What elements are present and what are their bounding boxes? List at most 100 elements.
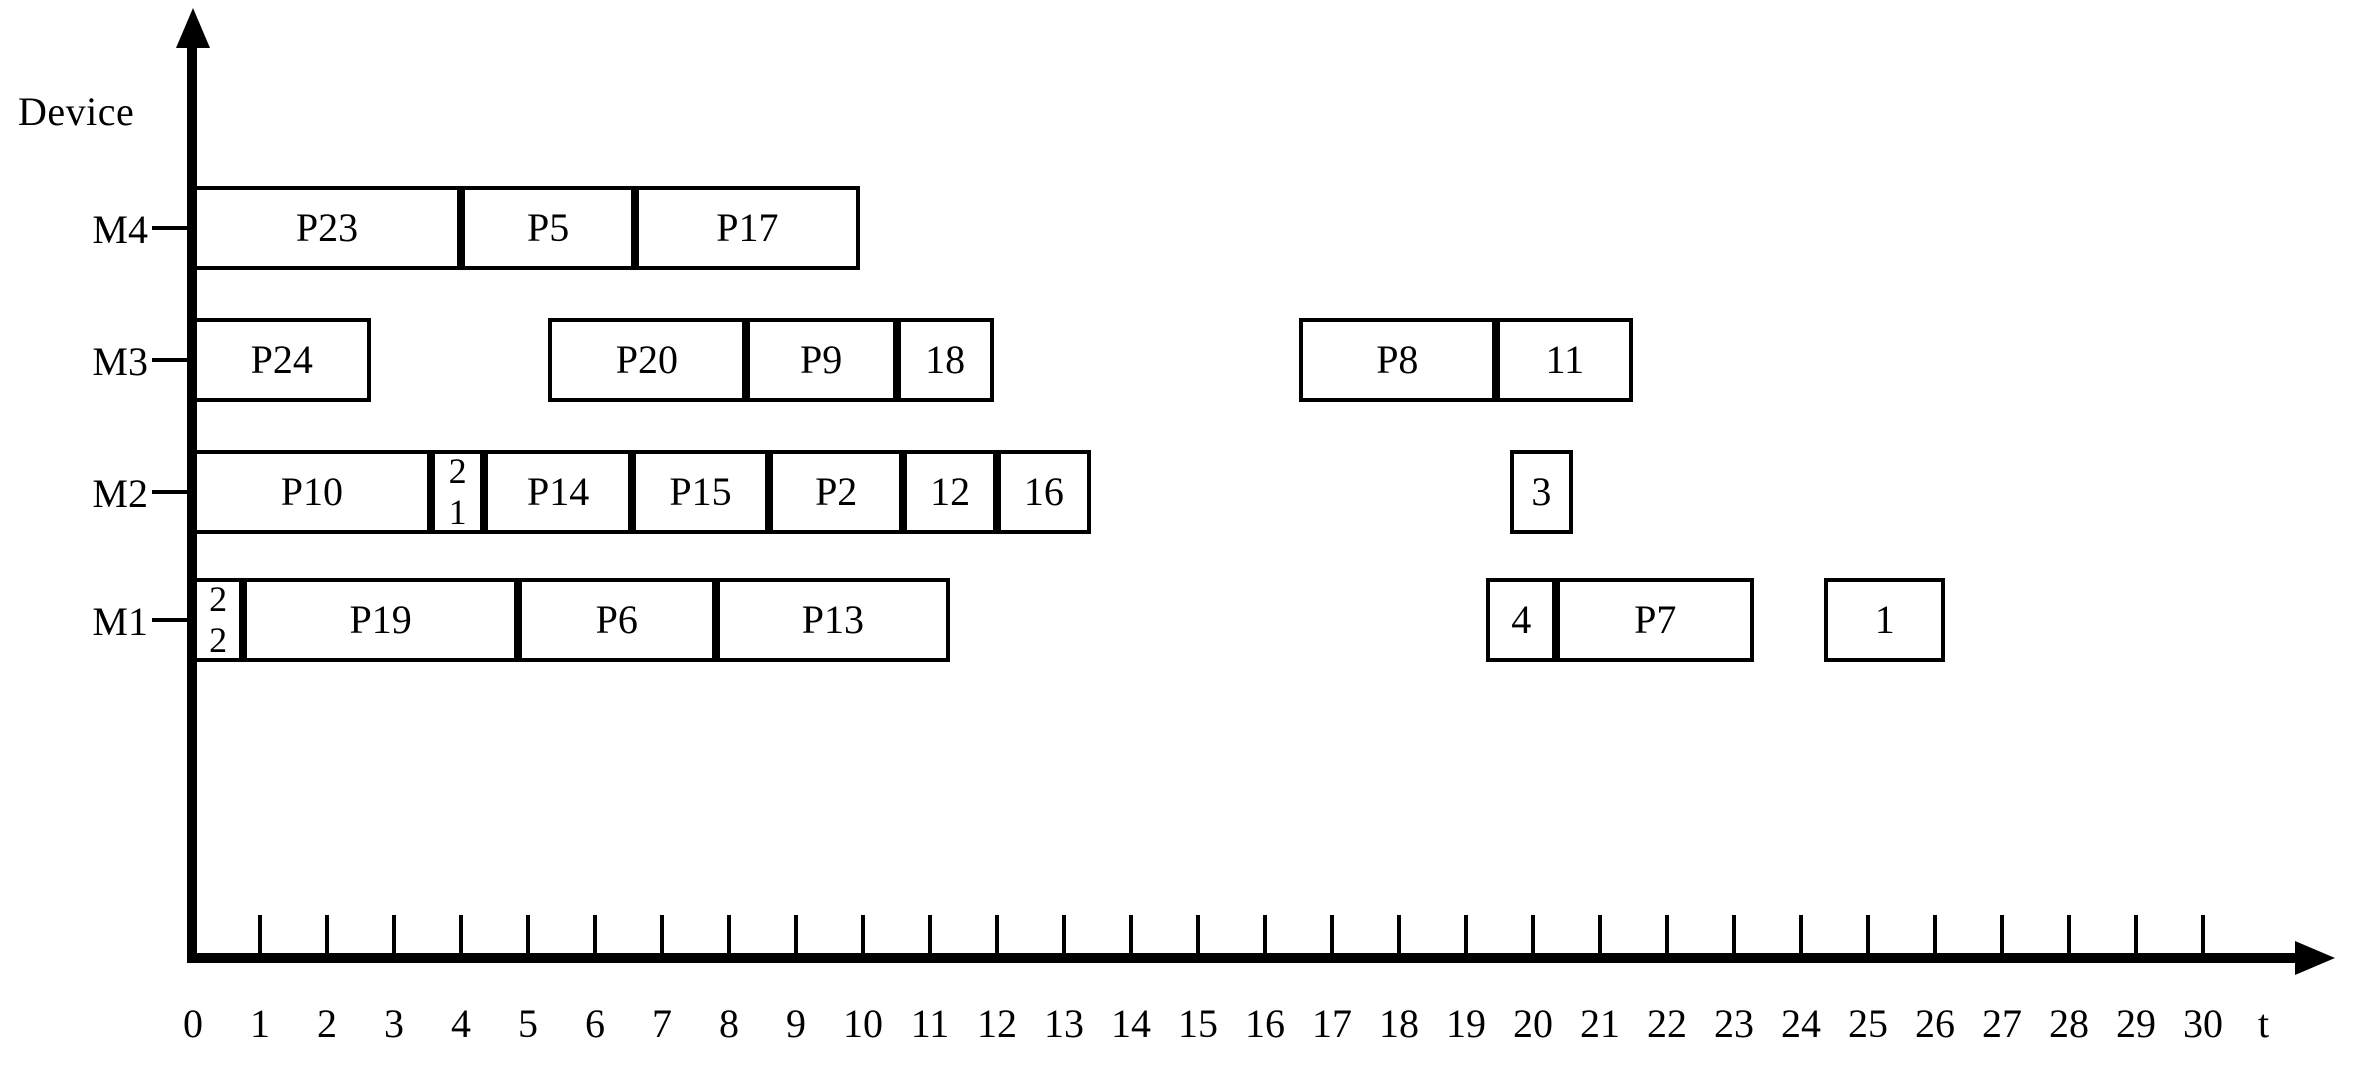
task-label: P13 bbox=[801, 597, 864, 642]
x-tick-label: 15 bbox=[1178, 1001, 1218, 1046]
x-axis-arrow-icon bbox=[2295, 941, 2335, 975]
x-tick bbox=[1933, 915, 1937, 955]
x-tick bbox=[660, 915, 664, 955]
machine-label-m2: M2 bbox=[92, 471, 148, 516]
x-tick bbox=[2067, 915, 2071, 955]
task-label: P23 bbox=[295, 205, 359, 250]
x-tick bbox=[1129, 915, 1133, 955]
x-tick bbox=[1799, 915, 1803, 955]
x-tick-label: 22 bbox=[1647, 1001, 1687, 1046]
x-tick-label: 17 bbox=[1312, 1001, 1352, 1046]
x-tick bbox=[1464, 915, 1468, 955]
x-tick-label: 27 bbox=[1982, 1001, 2022, 1046]
x-tick-label: 23 bbox=[1714, 1001, 1754, 1046]
x-tick-label: 2 bbox=[317, 1001, 337, 1046]
task-block: P13 bbox=[715, 578, 951, 662]
x-tick-label: 19 bbox=[1446, 1001, 1486, 1046]
axis-tick-m3 bbox=[152, 358, 194, 362]
x-tick-label: 13 bbox=[1044, 1001, 1084, 1046]
task-label: P7 bbox=[1634, 597, 1677, 642]
x-tick-label: 28 bbox=[2049, 1001, 2089, 1046]
x-tick bbox=[1062, 915, 1066, 955]
task-block: P23 bbox=[193, 186, 461, 270]
x-tick bbox=[861, 915, 865, 955]
task-block: 4 bbox=[1486, 578, 1557, 662]
x-tick-label: 25 bbox=[1848, 1001, 1888, 1046]
task-label: P9 bbox=[800, 337, 843, 382]
x-tick-label: 3 bbox=[384, 1001, 404, 1046]
task-block: P5 bbox=[461, 186, 636, 270]
x-tick-label: 30 bbox=[2183, 1001, 2223, 1046]
task-block: 11 bbox=[1496, 318, 1634, 402]
task-label: P6 bbox=[595, 597, 638, 642]
task-label: 3 bbox=[1531, 469, 1552, 514]
x-tick bbox=[526, 915, 530, 955]
x-tick bbox=[1598, 915, 1602, 955]
task-block: 12 bbox=[903, 450, 997, 534]
x-tick bbox=[794, 915, 798, 955]
task-label: P2 bbox=[815, 469, 858, 514]
x-axis-title: t bbox=[2258, 1001, 2270, 1046]
task-block: 3 bbox=[1509, 450, 1574, 534]
x-tick bbox=[1330, 915, 1334, 955]
x-tick bbox=[1196, 915, 1200, 955]
x-tick-label: 16 bbox=[1245, 1001, 1285, 1046]
x-tick-label: 24 bbox=[1781, 1001, 1821, 1046]
task-label: P14 bbox=[527, 469, 590, 514]
task-block: P2 bbox=[769, 450, 904, 534]
x-tick-label: 10 bbox=[843, 1001, 883, 1046]
y-axis-title: Device bbox=[18, 89, 135, 134]
x-tick-label: 1 bbox=[250, 1001, 270, 1046]
task-block: P9 bbox=[745, 318, 897, 402]
task-label: P19 bbox=[349, 597, 412, 642]
task-block: 18 bbox=[896, 318, 994, 402]
task-label-bottom: 1 bbox=[448, 492, 467, 532]
axis-tick-m1 bbox=[152, 618, 194, 622]
x-tick-label: 29 bbox=[2116, 1001, 2156, 1046]
x-tick-label: 8 bbox=[719, 1001, 739, 1046]
x-axis-line bbox=[187, 953, 2297, 963]
machine-label-m1: M1 bbox=[92, 599, 148, 644]
task-block: P14 bbox=[484, 450, 632, 534]
task-block: P10 bbox=[193, 450, 431, 534]
x-tick bbox=[727, 915, 731, 955]
x-tick-label: 6 bbox=[585, 1001, 605, 1046]
x-tick bbox=[191, 915, 195, 955]
x-tick-label: 20 bbox=[1513, 1001, 1553, 1046]
task-label: 12 bbox=[930, 469, 971, 514]
task-label: P20 bbox=[615, 337, 679, 382]
task-label: 16 bbox=[1023, 469, 1064, 514]
x-tick bbox=[258, 915, 262, 955]
task-label-bottom: 2 bbox=[209, 620, 228, 660]
x-tick-label: 26 bbox=[1915, 1001, 1955, 1046]
x-tick-label: 14 bbox=[1111, 1001, 1151, 1046]
task-label: P10 bbox=[280, 469, 344, 514]
task-label: P15 bbox=[669, 469, 732, 514]
x-tick-label: 4 bbox=[451, 1001, 471, 1046]
task-label: P24 bbox=[250, 337, 313, 382]
x-tick-label: 11 bbox=[910, 1001, 950, 1046]
task-label: 4 bbox=[1511, 597, 1532, 642]
x-tick-label: 21 bbox=[1580, 1001, 1620, 1046]
task-label: P8 bbox=[1376, 337, 1419, 382]
x-tick bbox=[2000, 915, 2004, 955]
x-tick bbox=[1263, 915, 1267, 955]
y-axis-arrow-icon bbox=[176, 8, 210, 48]
task-block: P19 bbox=[243, 578, 518, 662]
x-tick bbox=[2134, 915, 2138, 955]
task-block: P20 bbox=[548, 318, 746, 402]
task-label: 11 bbox=[1545, 337, 1585, 382]
x-tick bbox=[2201, 915, 2205, 955]
x-tick bbox=[1732, 915, 1736, 955]
task-block: 16 bbox=[997, 450, 1091, 534]
axis-tick-m4 bbox=[152, 226, 194, 230]
x-tick bbox=[928, 915, 932, 955]
x-tick bbox=[325, 915, 329, 955]
task-label-top: 2 bbox=[209, 578, 228, 619]
x-tick-label: 9 bbox=[786, 1001, 806, 1046]
x-tick bbox=[593, 915, 597, 955]
x-tick-label: 12 bbox=[977, 1001, 1017, 1046]
x-tick bbox=[459, 915, 463, 955]
